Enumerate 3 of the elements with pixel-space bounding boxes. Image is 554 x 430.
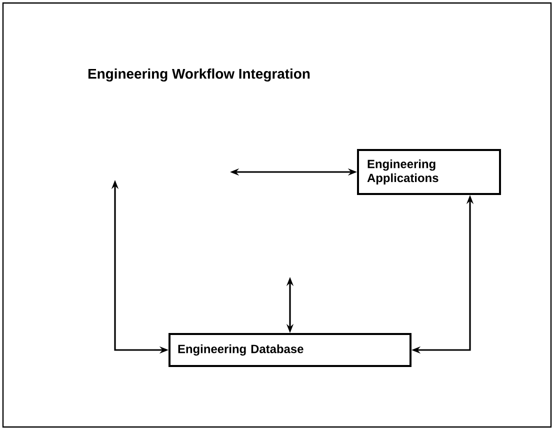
title: Engineering Workflow Integration xyxy=(88,68,310,82)
process-box: Engineering Applications xyxy=(357,149,501,195)
process-box: Engineering Database xyxy=(168,333,412,367)
